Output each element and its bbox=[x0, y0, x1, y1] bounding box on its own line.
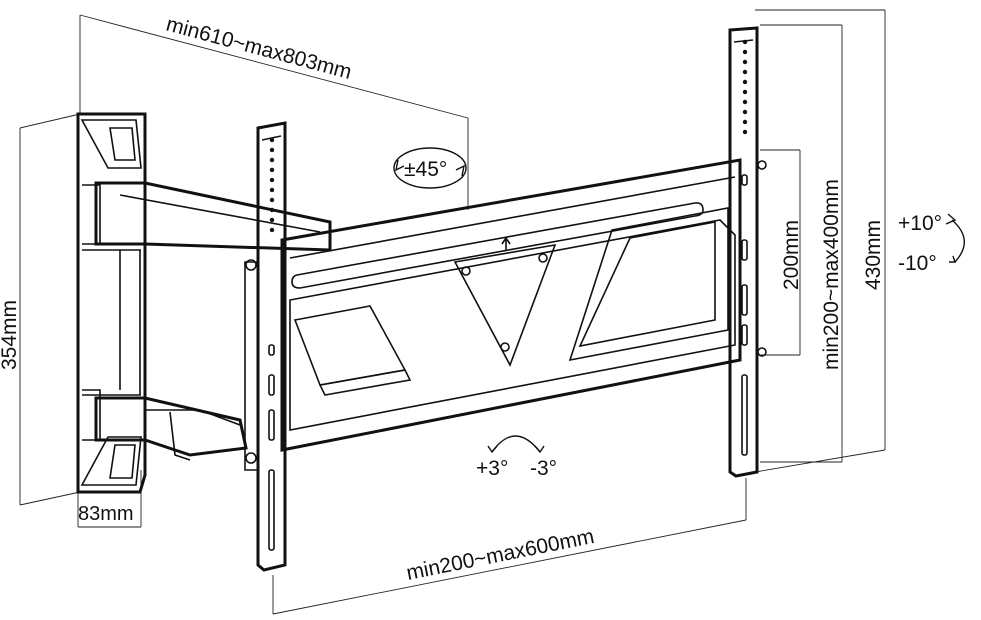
vesa-bar-left bbox=[244, 121, 287, 572]
tilt-indicator: +10° -10° bbox=[898, 212, 965, 275]
level-adjust-indicator: +3° -3° bbox=[476, 435, 557, 480]
dimension-lines bbox=[19, 9, 886, 615]
swivel-indicator: ±45° bbox=[393, 147, 467, 189]
main-frame bbox=[280, 158, 742, 452]
vesa-bar-right bbox=[728, 26, 767, 478]
wall-plate bbox=[76, 112, 147, 494]
vesa-horizontal-label: min200~max600mm bbox=[404, 525, 596, 585]
depth-range-label: min610~max803mm bbox=[164, 13, 354, 84]
vesa-200-label: 200mm bbox=[780, 220, 803, 290]
tilt-plus-label: +10° bbox=[898, 212, 942, 235]
depth-83-label: 83mm bbox=[78, 503, 134, 525]
level-plus-label: +3° bbox=[476, 457, 508, 480]
tilt-minus-label: -10° bbox=[898, 252, 937, 275]
swing-arms bbox=[94, 181, 332, 461]
height-354-label: 354mm bbox=[0, 300, 21, 370]
level-minus-label: -3° bbox=[530, 457, 557, 480]
vesa-vertical-label: min200~max400mm bbox=[820, 179, 843, 370]
height-430-label: 430mm bbox=[862, 220, 885, 290]
swivel-label: ±45° bbox=[404, 158, 447, 181]
